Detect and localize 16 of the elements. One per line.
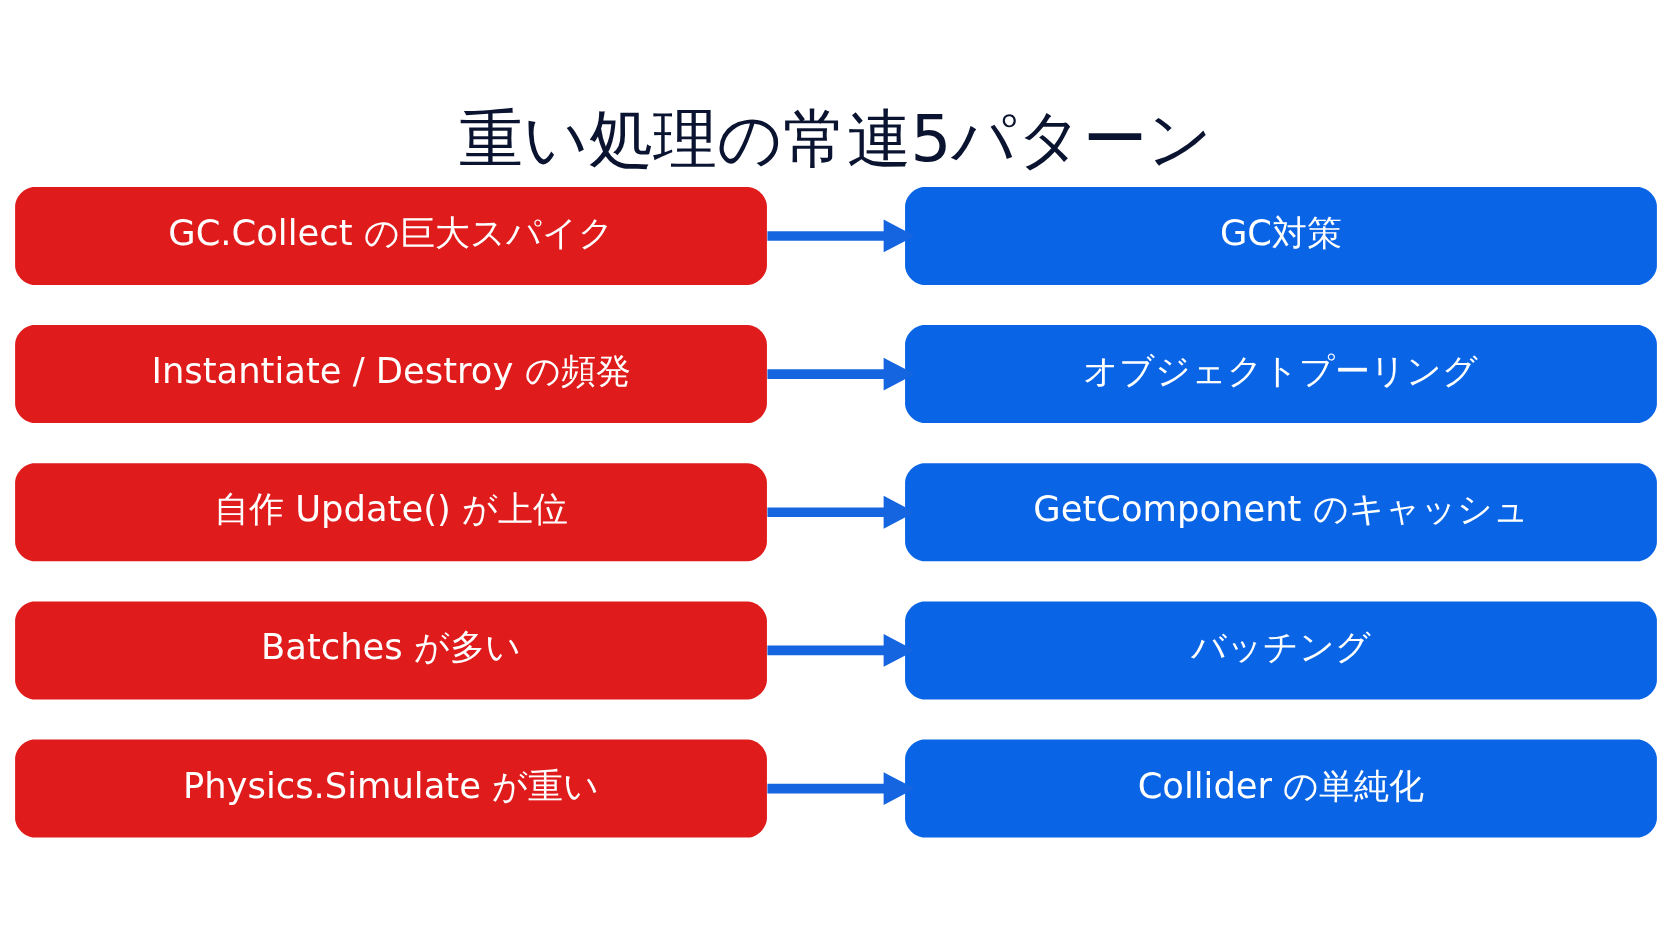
node-box: 自作 Update() が上位 — [15, 463, 767, 562]
node-box: Instantiate / Destroy の頻発 — [15, 325, 767, 424]
node-box: バッチング — [905, 601, 1657, 700]
arrow — [767, 495, 915, 529]
arrow — [767, 634, 915, 667]
diagram-title: 重い処理の常連5パターン — [458, 101, 1214, 177]
node-box: Physics.Simulate が重い — [15, 739, 767, 838]
node-box: GetComponent のキャッシュ — [905, 463, 1657, 562]
arrow — [767, 357, 915, 391]
arrow — [767, 219, 915, 253]
node-box: オブジェクトプーリング — [905, 325, 1657, 424]
node-box: GC.Collect の巨大スパイク — [15, 186, 767, 285]
node-box: Batches が多い — [15, 601, 767, 700]
arrow — [767, 772, 915, 805]
node-box: Collider の単純化 — [905, 739, 1657, 838]
node-box: GC対策 — [905, 186, 1657, 285]
